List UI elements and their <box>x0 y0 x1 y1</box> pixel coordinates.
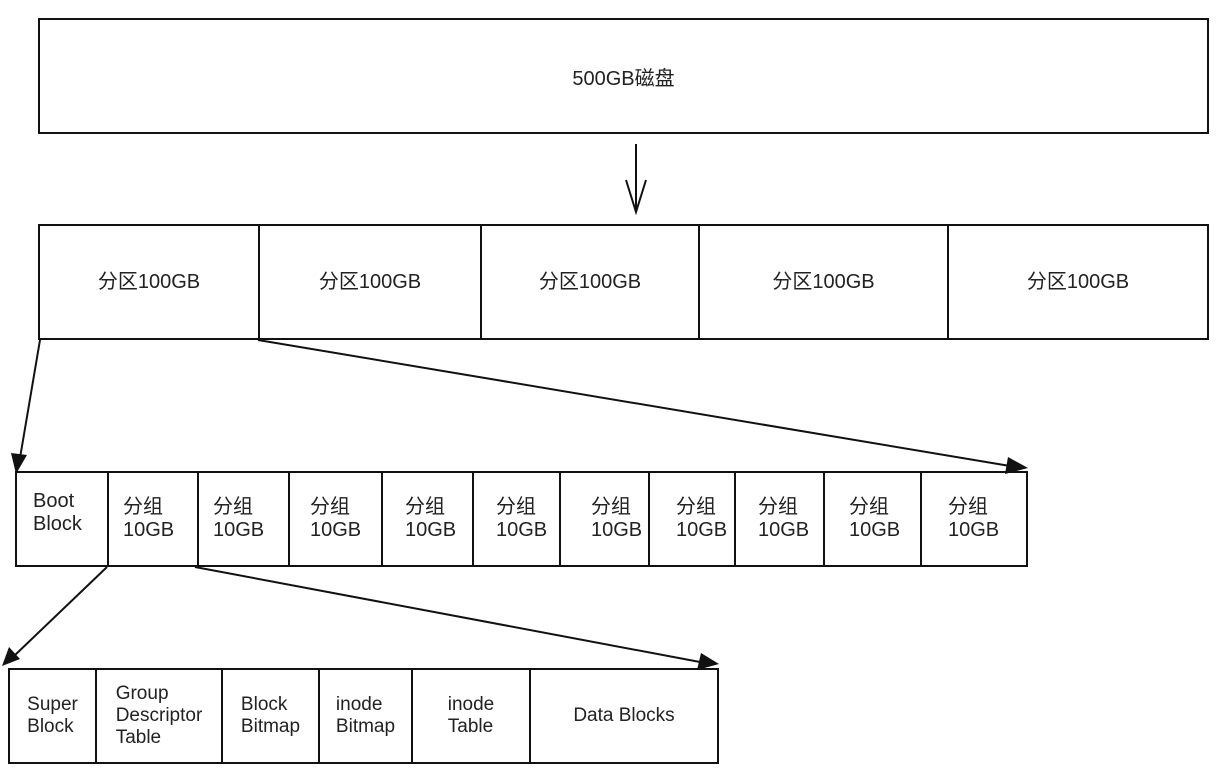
block-group-label: 分组 10GB <box>213 496 265 541</box>
block-bitmap-label: Block Bitmap <box>240 694 301 737</box>
partition-cell: 分区100GB <box>949 226 1207 338</box>
group-to-detail-right-line <box>194 566 701 663</box>
block-group-label: 分组 10GB <box>123 496 175 541</box>
group-descriptor-table-cell: Group Descriptor Table <box>97 670 223 762</box>
partition-label: 分区100GB <box>318 270 422 293</box>
block-group-label: 分组 10GB <box>849 496 901 541</box>
block-group-label: 分组 10GB <box>758 496 810 541</box>
data-blocks-label: Data Blocks <box>573 705 675 727</box>
block-group-cell: 分组 10GB <box>199 473 290 565</box>
block-group-label: 分组 10GB <box>676 496 728 541</box>
block-group-label: 分组 10GB <box>496 496 548 541</box>
block-group-cell: 分组 10GB <box>561 473 650 565</box>
block-group-cell: 分组 10GB <box>736 473 825 565</box>
group-to-detail-left-arrowhead <box>2 647 20 666</box>
disk-box: 500GB磁盘 <box>38 18 1209 134</box>
block-bitmap-cell: Block Bitmap <box>223 670 320 762</box>
block-group-cell: 分组 10GB <box>825 473 922 565</box>
block-group-cell: 分组 10GB <box>922 473 1026 565</box>
boot-block-cell: Boot Block <box>17 473 109 565</box>
group-to-detail-right-arrowhead <box>697 653 719 670</box>
partition-to-groups-right-line <box>257 339 1011 467</box>
block-group-cell: 分组 10GB <box>383 473 474 565</box>
partition-label: 分区100GB <box>97 270 201 293</box>
data-blocks-cell: Data Blocks <box>531 670 717 762</box>
partition-cell: 分区100GB <box>40 226 260 338</box>
block-group-cell: 分组 10GB <box>109 473 199 565</box>
block-group-cell: 分组 10GB <box>650 473 736 565</box>
block-group-row: Boot Block 分组 10GB 分组 10GB 分组 10GB 分组 10… <box>15 471 1028 567</box>
block-group-label: 分组 10GB <box>948 496 1000 541</box>
inode-table-cell: inode Table <box>413 670 531 762</box>
disk-to-partitions-arrowhead <box>625 179 647 216</box>
block-group-cell: 分组 10GB <box>474 473 561 565</box>
inode-bitmap-label: inode Bitmap <box>335 694 396 737</box>
boot-block-label: Boot Block <box>33 490 82 535</box>
partition-cell: 分区100GB <box>260 226 482 338</box>
group-to-detail-left-line <box>13 566 108 657</box>
super-block-cell: Super Block <box>10 670 97 762</box>
inode-table-label: inode Table <box>447 694 495 737</box>
partition-label: 分区100GB <box>772 270 875 293</box>
group-descriptor-table-label: Group Descriptor Table <box>115 683 203 748</box>
partition-label: 分区100GB <box>1026 270 1130 293</box>
partition-to-groups-right-arrowhead <box>1005 457 1028 474</box>
disk-label: 500GB磁盘 <box>572 67 675 90</box>
block-group-cell: 分组 10GB <box>290 473 383 565</box>
partition-cell: 分区100GB <box>482 226 700 338</box>
inode-bitmap-cell: inode Bitmap <box>320 670 413 762</box>
partition-label: 分区100GB <box>538 270 642 293</box>
super-block-label: Super Block <box>27 694 78 737</box>
block-group-label: 分组 10GB <box>405 496 457 541</box>
block-group-label: 分组 10GB <box>591 496 643 541</box>
partition-cell: 分区100GB <box>700 226 949 338</box>
partition-to-groups-left-arrowhead <box>11 453 27 474</box>
partition-to-groups-left-line <box>19 339 41 459</box>
partition-row: 分区100GB 分区100GB 分区100GB 分区100GB 分区100GB <box>38 224 1209 340</box>
block-group-detail-row: Super Block Group Descriptor Table Block… <box>8 668 719 764</box>
block-group-label: 分组 10GB <box>310 496 362 541</box>
